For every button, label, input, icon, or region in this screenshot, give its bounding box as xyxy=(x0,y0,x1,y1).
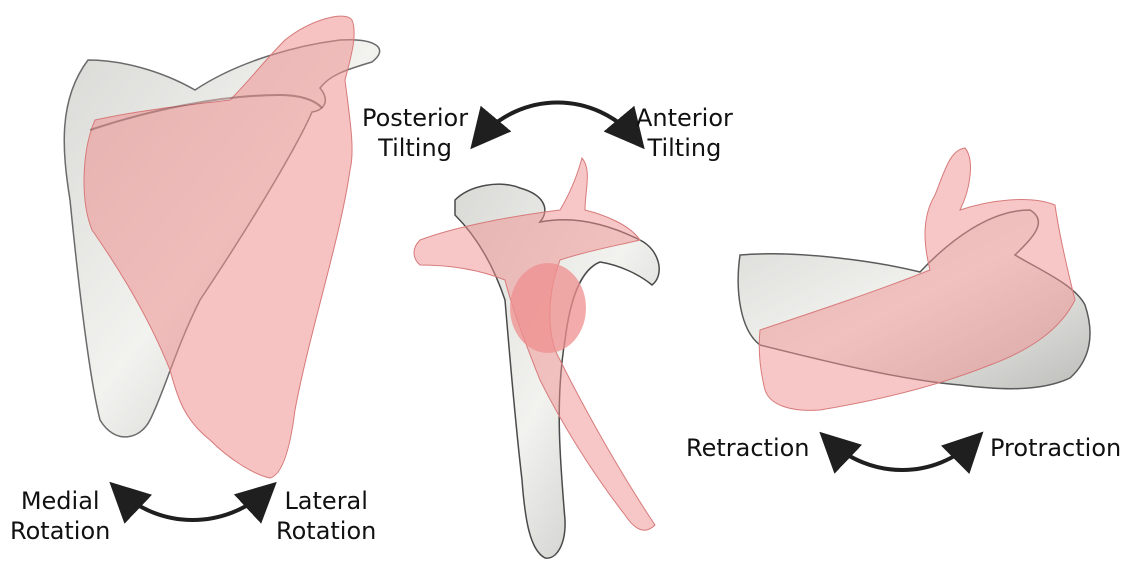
anterior-label-line1: Anterior xyxy=(636,103,733,133)
medial-label-line1: Medial xyxy=(10,486,110,516)
lateral-rotation-label: Lateral Rotation xyxy=(276,486,376,546)
left-scapula-view xyxy=(64,16,379,478)
protraction-curved-double-arrow xyxy=(828,440,975,470)
right-scapula-view xyxy=(738,148,1090,410)
protraction-label: Protraction xyxy=(990,433,1121,463)
posterior-label-line1: Posterior xyxy=(362,103,468,133)
rotation-curved-double-arrow xyxy=(118,490,268,520)
posterior-tilting-label: Posterior Tilting xyxy=(362,103,468,163)
medial-rotation-label: Medial Rotation xyxy=(10,486,110,546)
lateral-label-line1: Lateral xyxy=(276,486,376,516)
retraction-text: Retraction xyxy=(686,433,810,463)
lateral-label-line2: Rotation xyxy=(276,516,376,546)
posterior-label-line2: Tilting xyxy=(362,133,468,163)
retraction-label: Retraction xyxy=(686,433,810,463)
tilting-curved-double-arrow xyxy=(478,103,637,141)
medial-label-line2: Rotation xyxy=(10,516,110,546)
glenoid-overlay xyxy=(510,263,586,353)
anterior-label-line2: Tilting xyxy=(636,133,733,163)
center-scapula-view xyxy=(414,158,659,558)
protraction-text: Protraction xyxy=(990,433,1121,463)
anterior-tilting-label: Anterior Tilting xyxy=(636,103,733,163)
